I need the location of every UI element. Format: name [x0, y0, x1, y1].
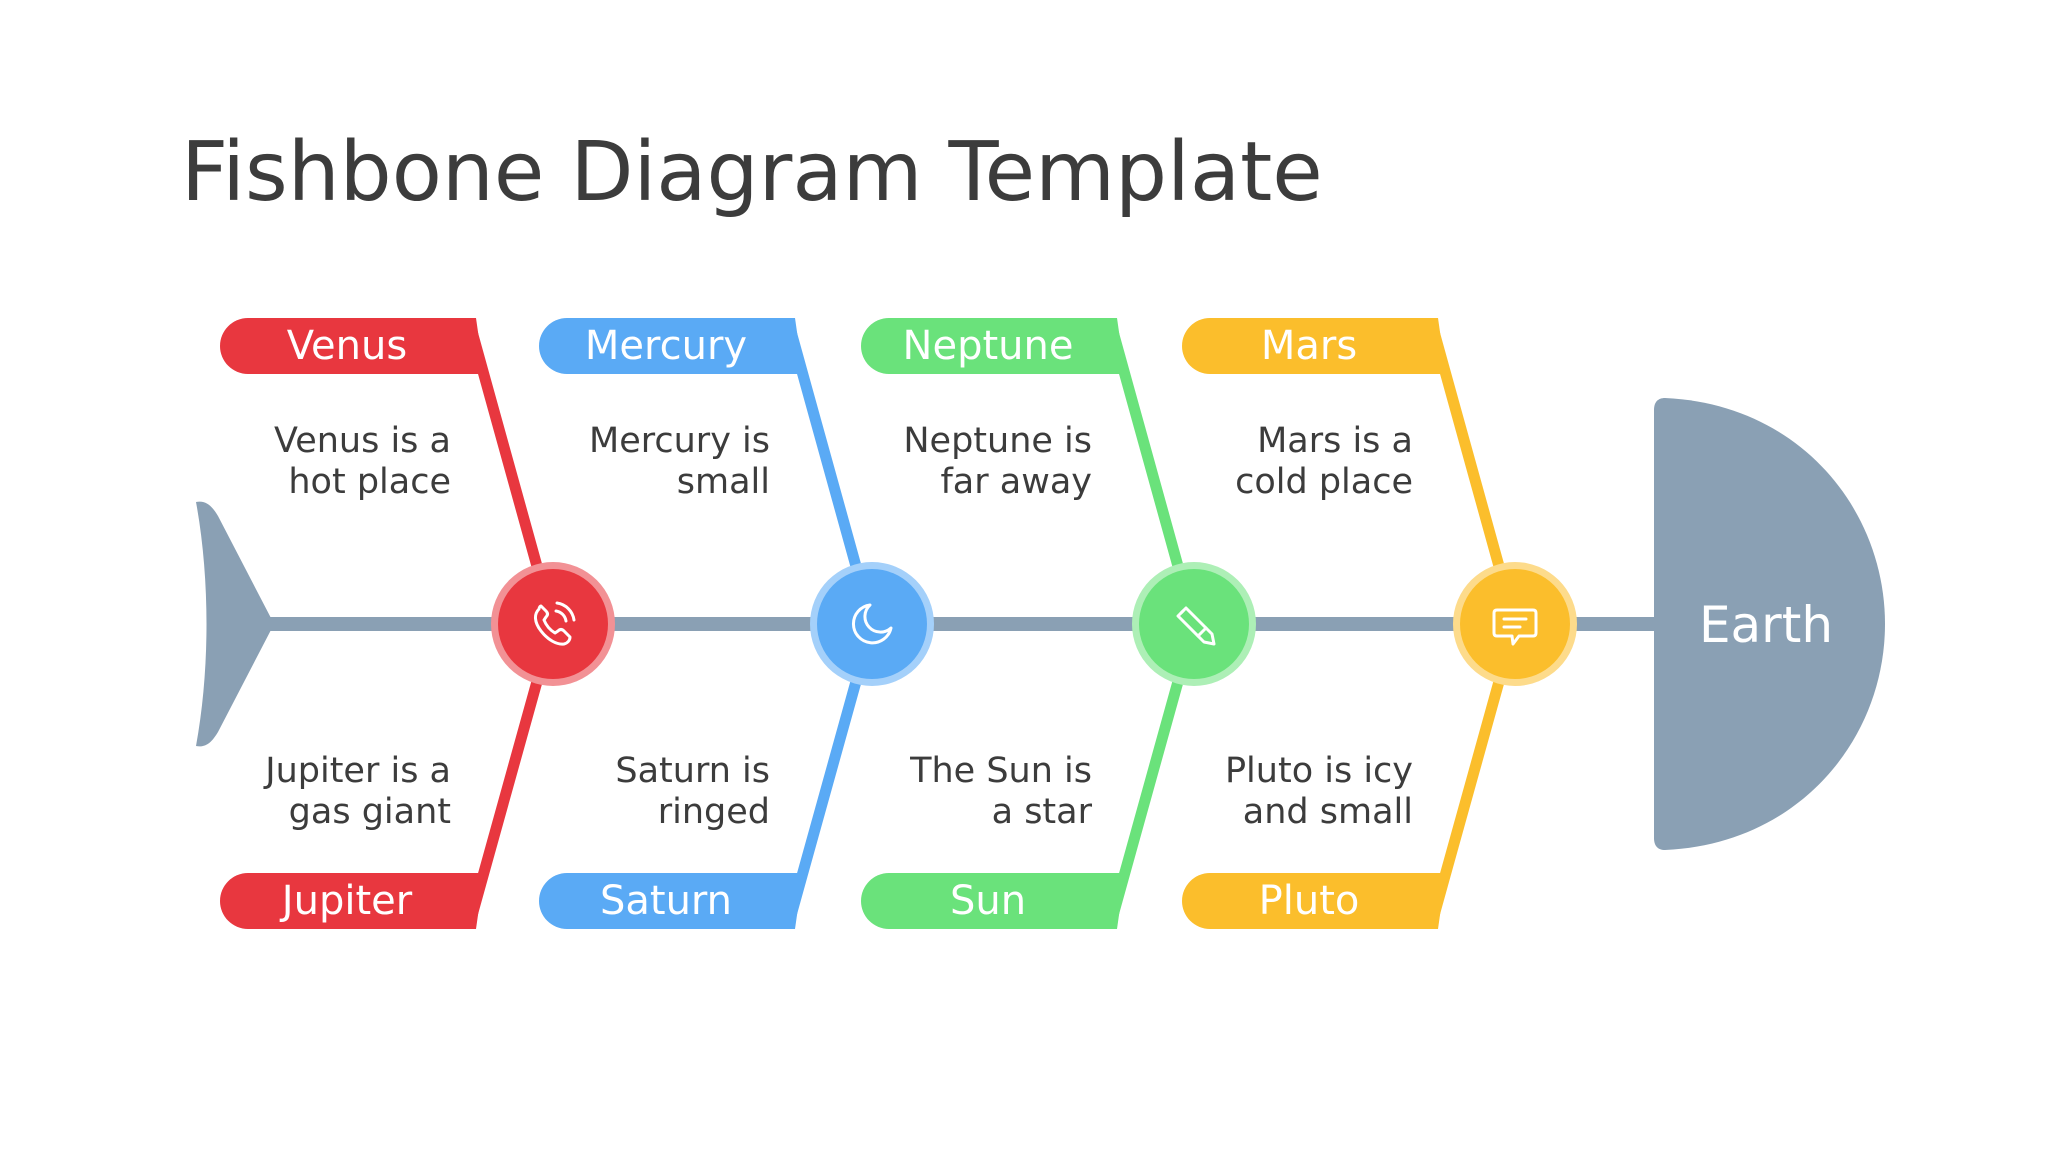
- cause-top-description-line: far away: [940, 462, 1092, 502]
- cause-top-description-line: Neptune is: [903, 421, 1092, 461]
- cause-bottom-label: Jupiter: [279, 878, 413, 924]
- node-circle: [1460, 569, 1570, 679]
- cause-top-description-line: small: [677, 462, 770, 502]
- cause-bottom-pill: [220, 873, 484, 929]
- cause-top-description-line: cold place: [1235, 462, 1413, 502]
- cause-top-label: Mercury: [585, 323, 747, 369]
- fish-tail: [196, 501, 274, 747]
- cause-bottom-description-line: The Sun is: [909, 751, 1092, 791]
- node-circle: [498, 569, 608, 679]
- cause-top-pill: [539, 318, 803, 374]
- chat-icon: [1492, 608, 1538, 646]
- cause-bottom-pill: [539, 873, 803, 929]
- cause-bottom-description-line: Jupiter is a: [263, 751, 451, 791]
- cause-bottom-label: Pluto: [1259, 878, 1360, 924]
- cause-bottom-pill: [1182, 873, 1446, 929]
- cause-bottom-description-line: Saturn is: [615, 751, 770, 791]
- fish-head: Earth: [1654, 398, 1885, 850]
- moon-icon: [852, 603, 893, 645]
- cause-top-description-line: Mercury is: [589, 421, 770, 461]
- head-shape: [1654, 398, 1885, 850]
- cause-top-pill: [861, 318, 1125, 374]
- cause-bottom-description-line: Pluto is icy: [1225, 751, 1413, 791]
- cause-bottom-description-line: gas giant: [289, 792, 451, 832]
- slide-title: Fishbone Diagram Template: [181, 125, 1323, 220]
- cause-top-pill: [1182, 318, 1446, 374]
- cause-top-description-line: Venus is a: [274, 421, 451, 461]
- cause-top-label: Venus: [287, 323, 407, 369]
- cause-top-pill: [220, 318, 484, 374]
- cause-bottom-label: Sun: [950, 878, 1026, 924]
- node-circle: [817, 569, 927, 679]
- phone-icon: [534, 601, 576, 646]
- cause-bottom-description-line: a star: [992, 792, 1093, 832]
- cause-top-description-line: hot place: [288, 462, 451, 502]
- head-label: Earth: [1699, 596, 1833, 654]
- cause-bottom-description-line: and small: [1243, 792, 1413, 832]
- cause-bottom-pill: [861, 873, 1125, 929]
- cause-top-description-line: Mars is a: [1257, 421, 1413, 461]
- cause-top-label: Neptune: [903, 323, 1074, 369]
- cause-bottom-label: Saturn: [600, 878, 732, 924]
- cause-bottom-description-line: ringed: [658, 792, 770, 832]
- pencil-icon: [1176, 606, 1216, 646]
- node-circle: [1139, 569, 1249, 679]
- cause-top-label: Mars: [1261, 323, 1357, 369]
